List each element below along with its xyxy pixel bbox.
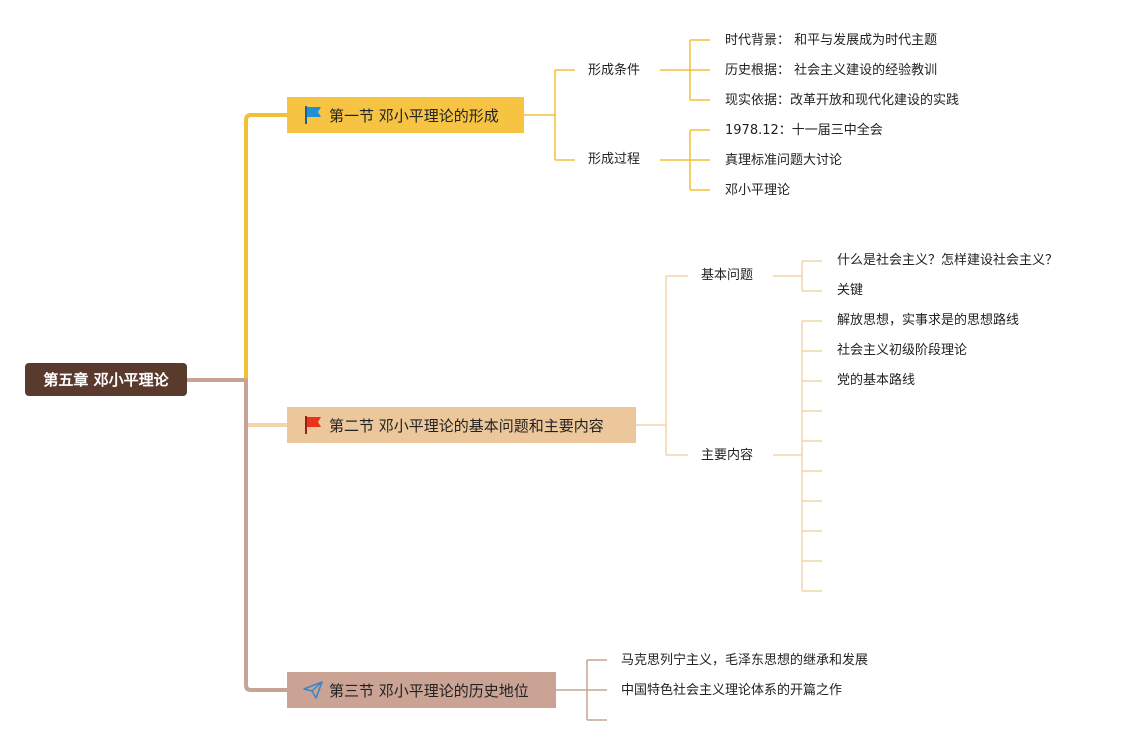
leaf-item[interactable]: 历史根据： 社会主义建设的经验教训 — [725, 63, 938, 78]
section-1-label: 第一节 邓小平理论的形成 — [329, 106, 499, 125]
group-1-leaf-connector — [660, 39, 710, 101]
red-flag-icon — [305, 416, 321, 434]
group-label[interactable]: 主要内容 — [701, 448, 754, 463]
leaf-item[interactable]: 马克思列宁主义，毛泽东思想的继承和发展 — [621, 653, 869, 668]
group-3-leaf-connector — [773, 260, 822, 292]
group-2-leaf-connector — [660, 129, 710, 191]
leaf-item[interactable]: 社会主义初级阶段理论 — [837, 343, 968, 358]
leaf-item[interactable]: 1978.12：十一届三中全会 — [725, 123, 883, 138]
section-1-node[interactable]: 第一节 邓小平理论的形成 — [287, 97, 524, 133]
leaf-item[interactable]: 现实依据：改革开放和现代化建设的实践 — [725, 93, 960, 108]
group-4-leaf-connector — [773, 320, 822, 592]
section-3-label: 第三节 邓小平理论的历史地位 — [329, 681, 529, 700]
section-3-node[interactable]: 第三节 邓小平理论的历史地位 — [287, 672, 556, 708]
root-node[interactable]: 第五章 邓小平理论 — [25, 363, 187, 396]
section-2-node[interactable]: 第二节 邓小平理论的基本问题和主要内容 — [287, 407, 636, 443]
blue-flag-icon — [305, 106, 321, 124]
leaf-item[interactable]: 时代背景： 和平与发展成为时代主题 — [725, 33, 938, 48]
leaf-item[interactable]: 关键 — [837, 283, 864, 298]
section-1-connector — [244, 113, 289, 382]
section-2-connector — [244, 378, 289, 427]
leaf-item[interactable]: 真理标准问题大讨论 — [725, 153, 843, 168]
leaf-branches — [524, 39, 822, 721]
leaf-item[interactable]: 解放思想，实事求是的思想路线 — [837, 313, 1020, 328]
paper-plane-icon — [303, 681, 323, 699]
section-1-group-connector — [524, 69, 575, 161]
section-2-group-connector — [636, 275, 688, 456]
leaf-item[interactable]: 邓小平理论 — [725, 183, 791, 198]
leaf-item[interactable]: 党的基本路线 — [837, 373, 916, 388]
group-label[interactable]: 形成条件 — [588, 63, 641, 78]
section-2-label: 第二节 邓小平理论的基本问题和主要内容 — [329, 416, 604, 435]
group-label[interactable]: 基本问题 — [701, 268, 754, 283]
trunk-branches — [185, 113, 289, 692]
group-label[interactable]: 形成过程 — [588, 152, 641, 167]
section-3-leaf-connector — [556, 659, 607, 721]
section-3-connector — [244, 378, 289, 692]
leaf-item[interactable]: 中国特色社会主义理论体系的开篇之作 — [621, 683, 843, 698]
leaf-item[interactable]: 什么是社会主义？怎样建设社会主义？ — [837, 253, 1059, 268]
root-label: 第五章 邓小平理论 — [43, 371, 169, 389]
